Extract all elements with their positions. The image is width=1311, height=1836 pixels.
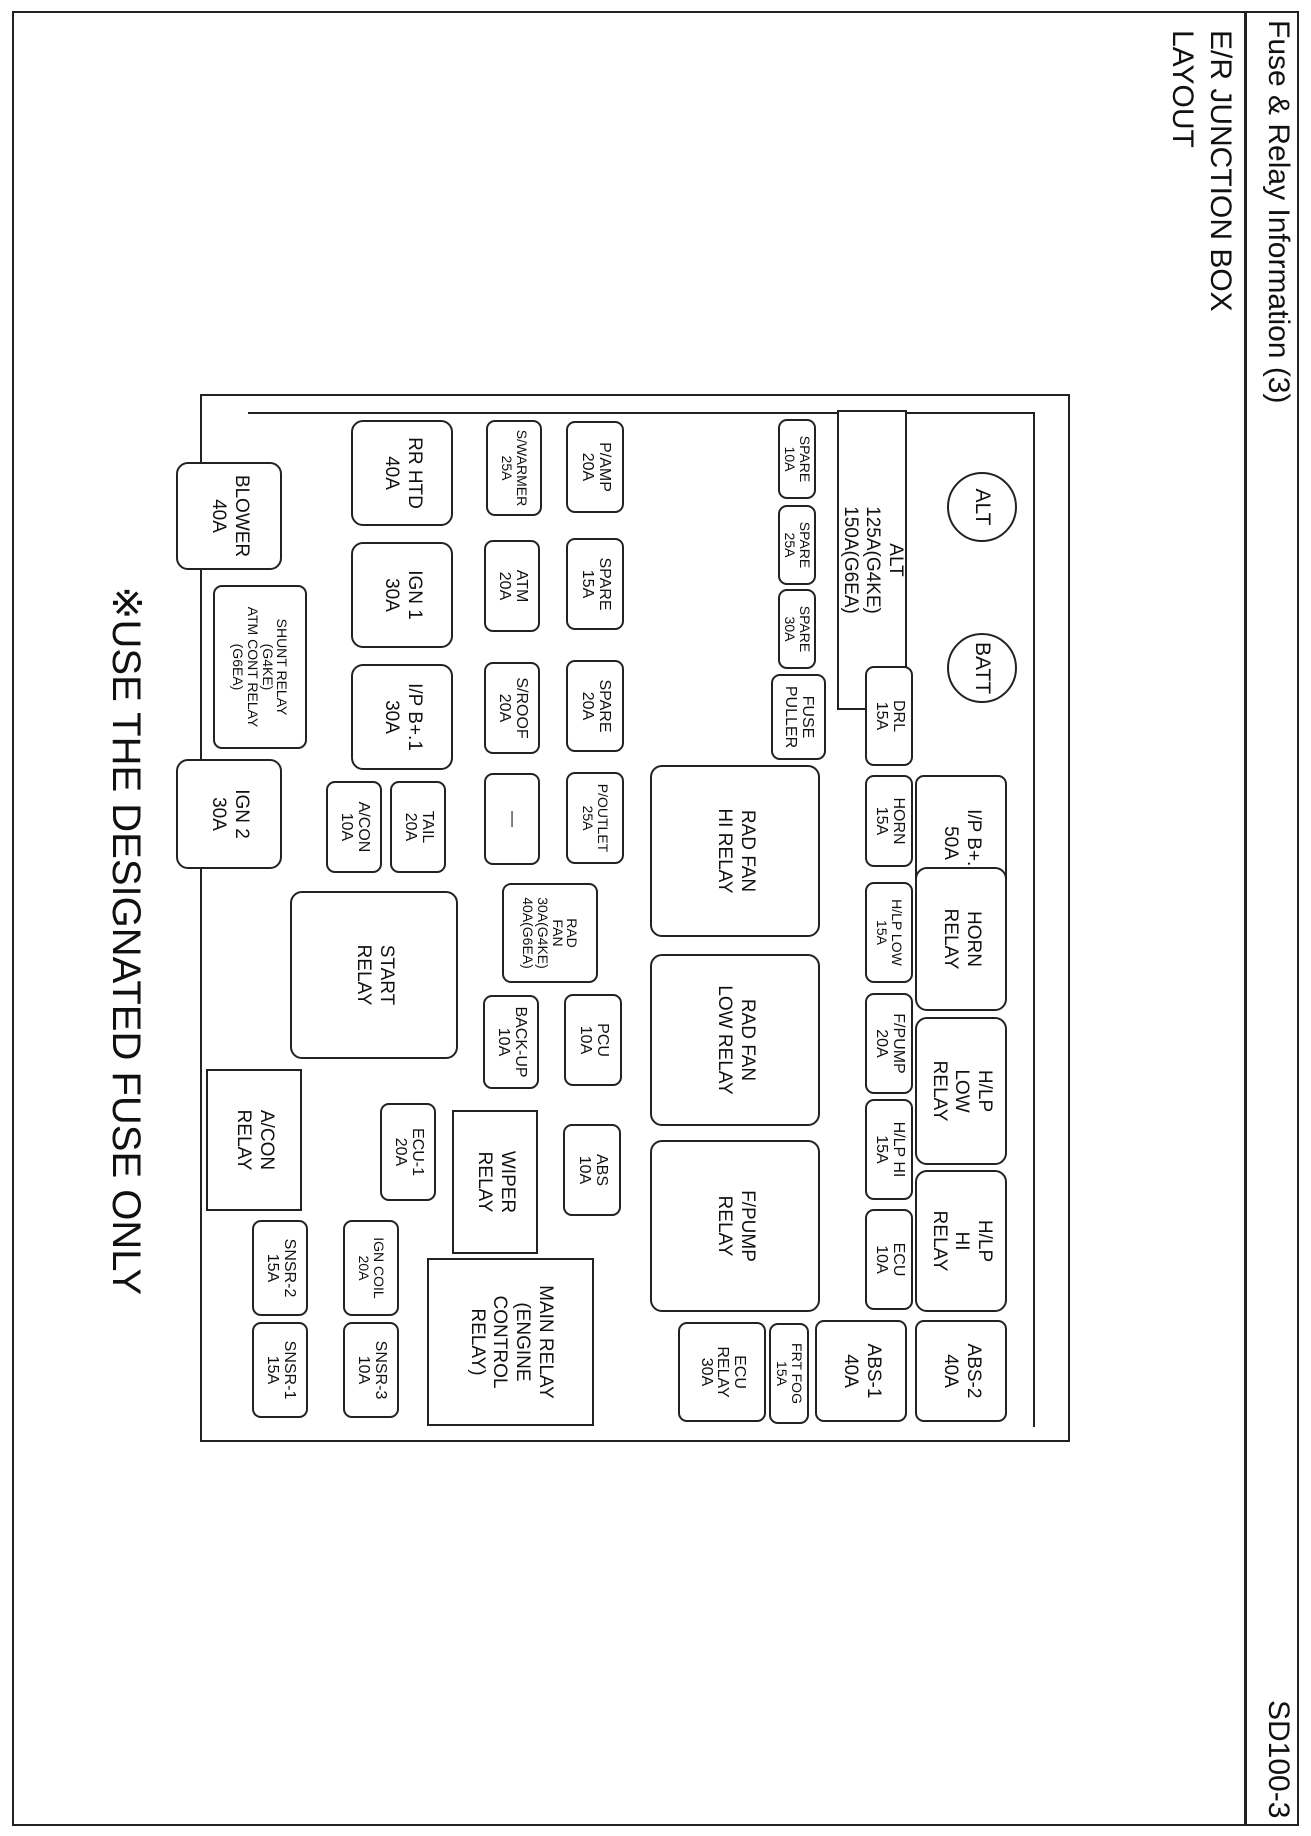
- start-relay: START RELAY: [290, 891, 458, 1059]
- horn-fuse-fuse-slot: HORN 15A: [865, 775, 913, 867]
- alt-main-fuse-slot: ALT 125A(G4KE) 150A(G6EA): [837, 410, 907, 710]
- rr-htd-fuse-slot: RR HTD 40A: [351, 420, 453, 526]
- page-title: Fuse & Relay Information (3): [1262, 20, 1295, 404]
- ecu-1-fuse-slot: ECU-1 20A: [380, 1103, 436, 1201]
- snsr-1-fuse-slot: SNSR-1 15A: [252, 1322, 308, 1418]
- shunt-relay: SHUNT RELAY (G4KE) ATM CONT RELAY (G6EA): [213, 585, 307, 749]
- main-relay: MAIN RELAY (ENGINE CONTROL RELAY): [427, 1258, 594, 1426]
- hlp-hi-relay: H/LP HI RELAY: [915, 1170, 1007, 1312]
- rad-fan-fuse-fuse-slot: RAD FAN 30A(G4KE) 40A(G6EA): [502, 883, 598, 983]
- blower-fuse-slot: BLOWER 40A: [176, 462, 282, 570]
- p-amp-fuse-slot: P/AMP 20A: [566, 421, 624, 513]
- horn-relay: HORN RELAY: [915, 867, 1007, 1011]
- p-outlet-fuse-slot: P/OUTLET 25A: [566, 772, 624, 864]
- spare-10a-fuse-slot: SPARE 10A: [778, 419, 816, 499]
- s-roof-fuse-slot: S/ROOF 20A: [484, 662, 540, 754]
- ecu-10a-fuse-slot: ECU 10A: [865, 1209, 913, 1310]
- fpump-relay: F/PUMP RELAY: [650, 1140, 820, 1312]
- alt-terminal: ALT: [947, 472, 1017, 542]
- wiper-relay: WIPER RELAY: [452, 1110, 538, 1254]
- section-title: E/R JUNCTION BOX: [1204, 30, 1237, 312]
- ign-1-fuse-slot: IGN 1 30A: [351, 542, 453, 648]
- section-subtitle: LAYOUT: [1166, 30, 1199, 148]
- page-frame: [12, 11, 1299, 1826]
- rad-fan-hi-relay: RAD FAN HI RELAY: [650, 765, 820, 937]
- tail-fuse-slot: TAIL 20A: [390, 781, 446, 873]
- back-up-fuse-slot: BACK-UP 10A: [483, 995, 539, 1089]
- a-con-fuse-fuse-slot: A/CON 10A: [326, 781, 382, 873]
- hlp-low-fuse-fuse-slot: H/LP LOW 15A: [865, 882, 913, 983]
- spare-20a-fuse-slot: SPARE 20A: [566, 660, 624, 752]
- a-con-relay: A/CON RELAY: [206, 1069, 302, 1211]
- header-divider: [1244, 11, 1247, 1826]
- atm-fuse-slot: ATM 20A: [484, 540, 540, 632]
- pcu-fuse-slot: PCU 10A: [564, 994, 622, 1086]
- ecu-relay: ECU RELAY 30A: [678, 1322, 766, 1422]
- snsr-2-fuse-slot: SNSR-2 15A: [252, 1220, 308, 1316]
- ign-2-fuse-slot: IGN 2 30A: [176, 759, 282, 869]
- hlp-hi-fuse-fuse-slot: H/LP HI 15A: [865, 1099, 913, 1200]
- snsr-3-fuse-slot: SNSR-3 10A: [343, 1322, 399, 1418]
- abs-2-fuse-slot: ABS-2 40A: [915, 1320, 1007, 1422]
- abs-10a-fuse-slot: ABS 10A: [563, 1124, 621, 1216]
- usage-note: ※USE THE DESIGNATED FUSE ONLY: [104, 586, 148, 1296]
- spare-25a-fuse-slot: SPARE 25A: [778, 505, 816, 585]
- rad-fan-low-relay: RAD FAN LOW RELAY: [650, 954, 820, 1126]
- drl-fuse-slot: DRL 15A: [865, 666, 913, 766]
- abs-1-fuse-slot: ABS-1 40A: [815, 1320, 907, 1422]
- blank-fuse-slot: —: [484, 773, 540, 865]
- ip-b1-fuse-slot: I/P B+.1 30A: [351, 664, 453, 770]
- s-warmer-fuse-slot: S/WARMER 25A: [486, 420, 542, 516]
- page-id: SD100-3: [1262, 1700, 1295, 1819]
- spare-30a-fuse-slot: SPARE 30A: [778, 589, 816, 669]
- fuse-puller-fuse-slot: FUSE PULLER: [771, 674, 826, 760]
- ign-coil-fuse-slot: IGN COIL 20A: [343, 1220, 399, 1316]
- hlp-low-relay: H/LP LOW RELAY: [915, 1017, 1007, 1165]
- batt-terminal: BATT: [947, 633, 1017, 703]
- fpump-fuse-fuse-slot: F/PUMP 20A: [865, 993, 913, 1094]
- frt-fog-fuse-slot: FRT FOG 15A: [769, 1323, 809, 1424]
- spare-15a-fuse-slot: SPARE 15A: [566, 538, 624, 630]
